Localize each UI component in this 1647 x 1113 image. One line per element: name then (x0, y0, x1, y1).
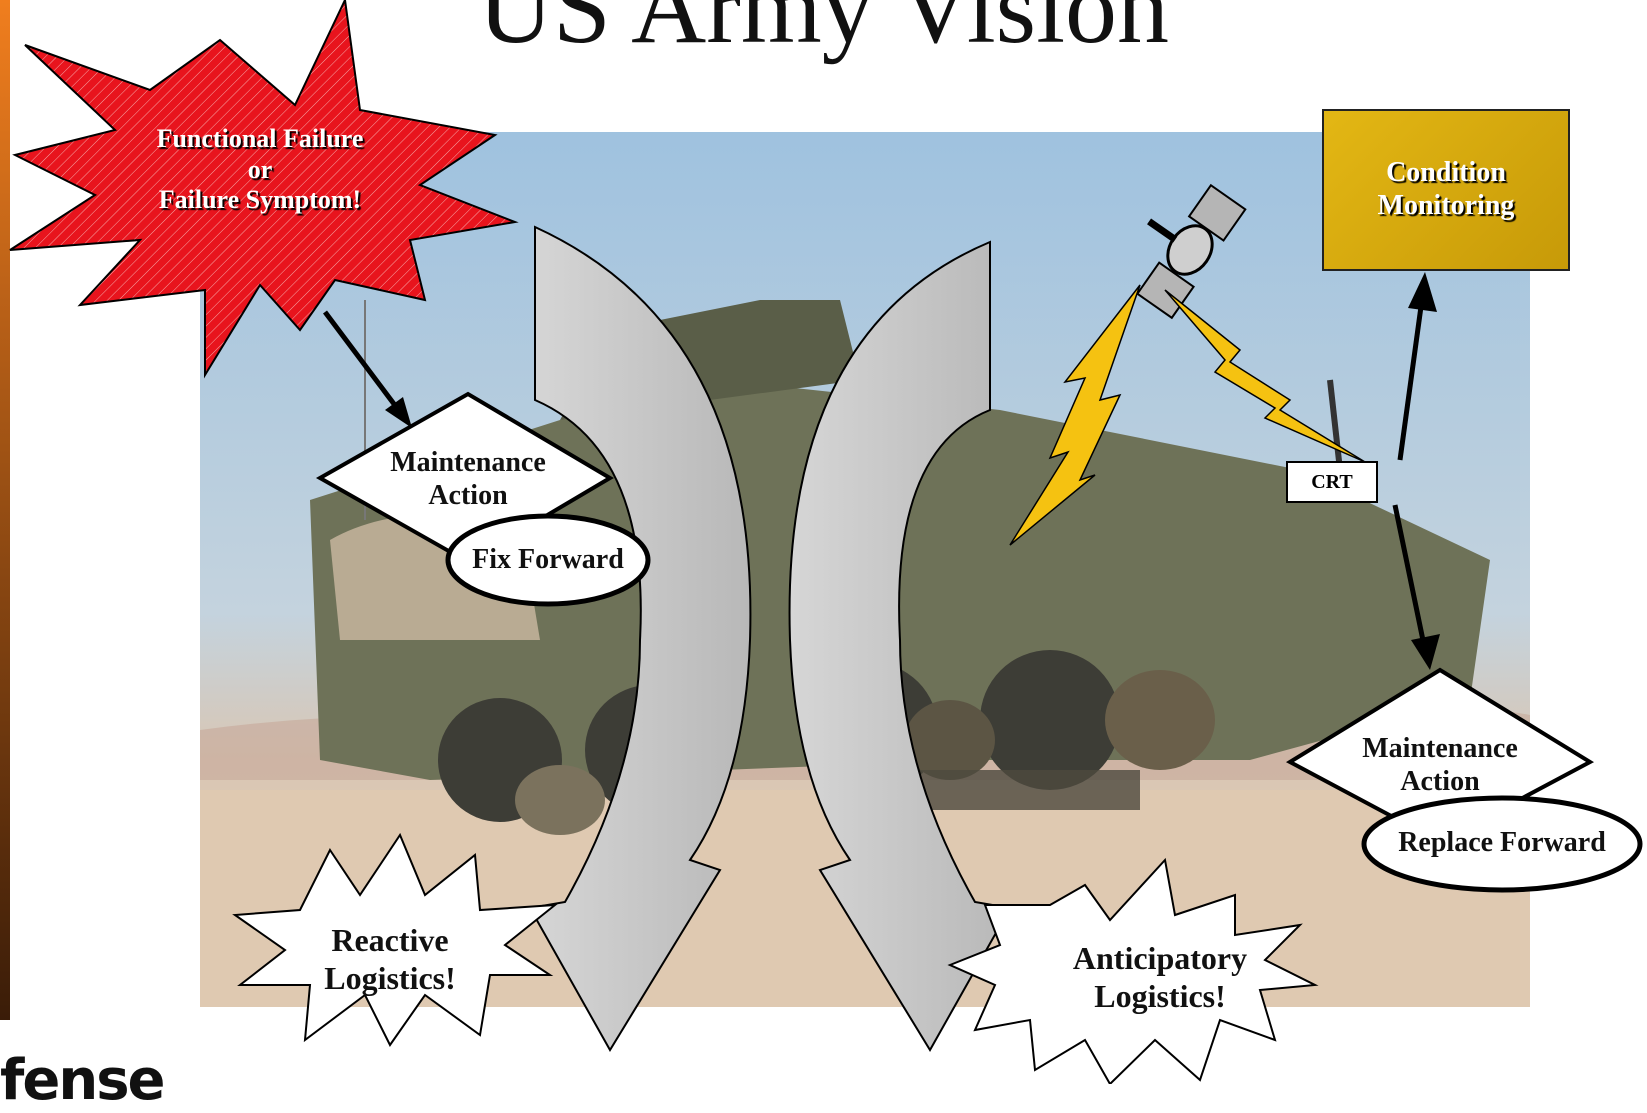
failure-burst-shape (9, 0, 519, 379)
satellite-icon (1136, 183, 1247, 320)
maintenance-right-label: Maintenance Action (1362, 733, 1518, 798)
diagram-canvas (0, 0, 1643, 1084)
anticipatory-curved-arrow (788, 240, 1012, 1052)
reactive-logistics-label: Reactive Logistics! (324, 922, 456, 996)
failure-burst-label: Functional Failure or Failure Symptom! (156, 124, 364, 215)
condition-monitoring-label: Condition Monitoring (1377, 157, 1515, 222)
condition-monitoring-box (1322, 109, 1570, 271)
replace-forward-label: Replace Forward (1398, 827, 1606, 858)
page-title: US Army Vision (477, 0, 1170, 65)
anticipatory-burst-shape (947, 857, 1319, 1084)
arrowhead (385, 397, 412, 428)
footer-logo-text: fense (0, 1048, 166, 1113)
reactive-burst-shape (232, 832, 559, 1047)
anticipatory-logistics-label: Anticipatory Logistics! (1072, 940, 1248, 1014)
replace-forward-ellipse (1361, 795, 1643, 893)
crt-label: CRT (1286, 461, 1378, 503)
maintenance-left-label: Maintenance Action (390, 447, 546, 512)
lightning-bolt-left (1009, 284, 1141, 546)
arrowhead (1408, 272, 1437, 312)
fix-forward-label: Fix Forward (472, 544, 624, 575)
arrowhead (1411, 634, 1440, 670)
failure-to-maintenance-arrow (323, 310, 402, 414)
crt-to-condition-arrow (1397, 291, 1426, 461)
side-bar (0, 0, 10, 1020)
crt-to-maintenance-arrow (1392, 504, 1428, 651)
fix-forward-ellipse (445, 513, 651, 607)
